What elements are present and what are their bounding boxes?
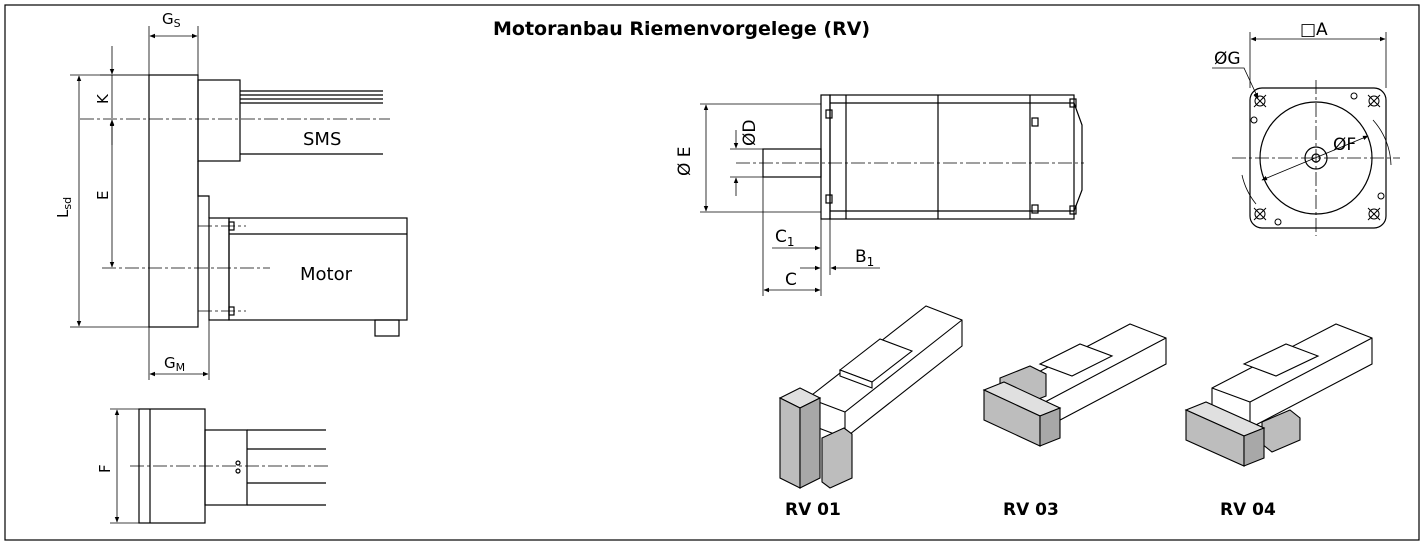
drawing-title: Motoranbau Riemenvorgelege (RV): [493, 18, 871, 40]
sms-label: SMS: [303, 129, 341, 150]
side-view: [70, 26, 408, 380]
variant-rv03-label: RV 03: [1003, 500, 1059, 520]
motor-side-view: [700, 94, 1084, 296]
a-label: □A: [1300, 20, 1328, 40]
motor-front-view: [1212, 32, 1400, 236]
sms-adapter: [197, 79, 241, 162]
motor-label: Motor: [300, 264, 353, 285]
oe-label: Ø E: [675, 146, 695, 176]
of-label: ØF: [1333, 135, 1356, 155]
side-view-labels: GS GM Lsd K E SMS Motor: [54, 10, 353, 374]
og-label: ØG: [1214, 49, 1241, 69]
belt-housing: [148, 74, 199, 328]
e-label: E: [94, 191, 112, 200]
motor-body: [228, 217, 408, 321]
k-label: K: [94, 93, 112, 104]
gm-label: GM: [164, 354, 185, 374]
c1-label: C1: [775, 227, 795, 249]
variant-rv03-drawing: [982, 323, 1167, 447]
variant-rv01-label: RV 01: [785, 500, 841, 520]
variant-rv04-label: RV 04: [1220, 500, 1276, 520]
variant-rv01-drawing: [778, 305, 963, 489]
lsd-label: Lsd: [54, 197, 74, 218]
f-label: F: [96, 464, 114, 473]
motor-connector: [374, 319, 400, 337]
c-label: C: [785, 270, 797, 290]
top-view: [110, 408, 328, 524]
motor-front-labels: □A ØG ØF: [1214, 20, 1356, 155]
variant-rv04-drawing: [1184, 323, 1373, 467]
od-label: ØD: [740, 120, 760, 146]
b1-label: B1: [855, 247, 874, 269]
motor-side-labels: Ø E ØD C1 B1 C: [675, 120, 874, 290]
frame: [4, 4, 1420, 541]
gs-label: GS: [162, 10, 181, 30]
